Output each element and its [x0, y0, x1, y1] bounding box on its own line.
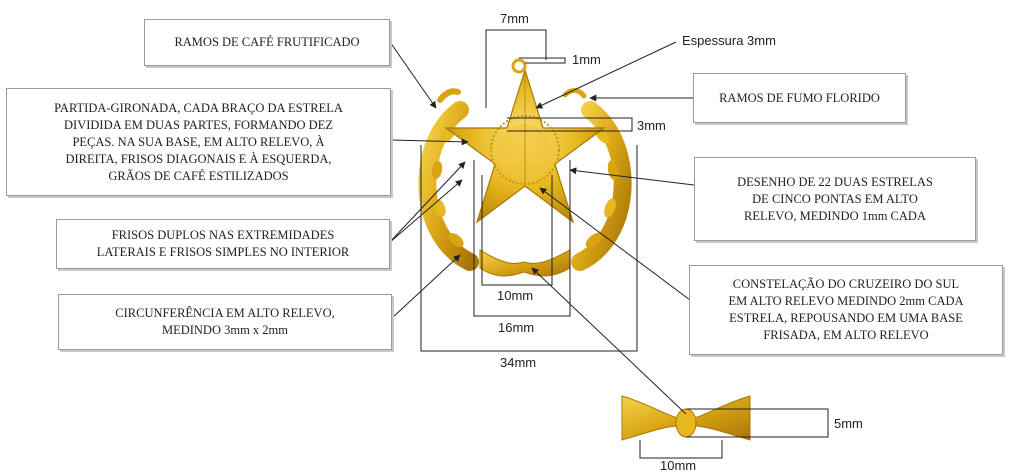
dim-ring: 1mm: [572, 52, 601, 67]
label-cruzeiro-do-sul: CONSTELAÇÃO DO CRUZEIRO DO SUL EM ALTO R…: [689, 265, 1003, 355]
dimension-lines: [420, 29, 829, 459]
dim-espessura: Espessura 3mm: [682, 33, 776, 48]
label-tobacco-branches: RAMOS DE FUMO FLORIDO: [693, 73, 906, 123]
star-icon: [444, 67, 606, 224]
dim-detail-height: 5mm: [834, 416, 863, 431]
label-coffee-branches: RAMOS DE CAFÉ FRUTIFICADO: [144, 19, 390, 66]
label-frisos-duplos: FRISOS DUPLOS NAS EXTREMIDADES LATERAIS …: [56, 219, 390, 269]
dim-middle: 16mm: [498, 320, 535, 335]
leader-arrows: [388, 41, 695, 415]
dim-star-top: 3mm: [637, 118, 666, 133]
ribbon-detail-icon: [621, 395, 751, 441]
suspension-ring-icon: [511, 58, 527, 74]
ribbon-base-icon: [479, 249, 571, 277]
dim-inner: 10mm: [497, 288, 534, 303]
tobacco-branch-icon: [562, 88, 632, 271]
label-circunferencia: CIRCUNFERÊNCIA EM ALTO RELEVO, MEDINDO 3…: [58, 294, 392, 350]
label-partida-gironada: PARTIDA-GIRONADA, CADA BRAÇO DA ESTRELA …: [6, 88, 391, 196]
label-two-stars: DESENHO DE 22 DUAS ESTRELAS DE CINCO PON…: [694, 157, 976, 241]
coffee-branch-icon: [418, 88, 479, 271]
dim-overall: 34mm: [500, 355, 537, 370]
dim-top-width: 7mm: [500, 11, 529, 26]
dim-detail-width: 10mm: [660, 458, 697, 473]
